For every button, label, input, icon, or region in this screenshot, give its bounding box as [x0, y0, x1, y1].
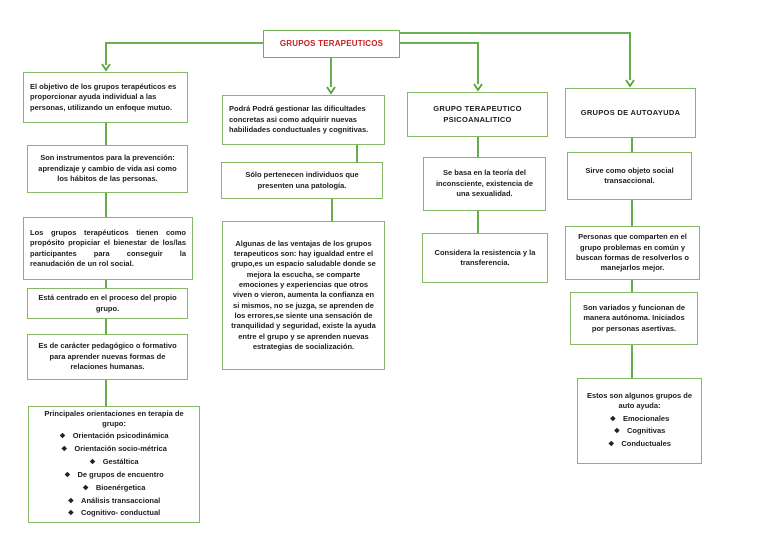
- node-psicoanalitico-titulo-text: GRUPO TERAPEUTICO PSICOANALITICO: [433, 104, 522, 124]
- node-objetivo: El objetivo de los grupos terapéuticos e…: [23, 72, 188, 123]
- node-ventajas-text: Algunas de las ventajas de los grupos te…: [231, 238, 376, 352]
- node-ventajas: Algunas de las ventajas de los grupos te…: [222, 221, 385, 370]
- node-variados-text: Son variados y funcionan de manera autón…: [582, 302, 686, 333]
- node-tipos-autoayuda: Estos son algunos grupos de auto ayuda: …: [577, 378, 702, 464]
- orientaciones-item: Orientación socio-métrica: [74, 444, 167, 454]
- node-variados: Son variados y funcionan de manera autón…: [570, 292, 698, 345]
- node-instrumentos: Son instrumentos para la prevención: apr…: [27, 145, 188, 193]
- orientaciones-item: Análisis transaccional: [81, 495, 161, 505]
- orientaciones-item: Orientación psicodinámica: [72, 431, 169, 441]
- node-teoria-inconsciente-text: Se basa en la teoría del inconsciente, e…: [435, 168, 534, 199]
- diamond-bullet-icon: ❖: [82, 484, 89, 492]
- node-psicoanalitico-titulo: GRUPO TERAPEUTICO PSICOANALITICO: [407, 92, 548, 137]
- list-item: ❖ Análisis transaccional: [35, 495, 193, 508]
- node-objeto-social-text: Sirve como objeto social transaccional.: [585, 165, 674, 185]
- node-teoria-inconsciente: Se basa en la teoría del inconsciente, e…: [423, 157, 546, 211]
- diamond-bullet-icon: ❖: [61, 446, 68, 454]
- list-item: ❖ Orientación psicodinámica: [35, 430, 193, 443]
- arrowhead-caracteristicas: [326, 86, 336, 95]
- orientaciones-item: De grupos de encuentro: [77, 469, 164, 479]
- list-item: ❖ Emocionales: [584, 413, 695, 426]
- diamond-bullet-icon: ❖: [64, 471, 71, 479]
- connector-root-to-psicoanalitico: [400, 42, 479, 84]
- tipos-heading: Estos son algunos grupos de auto ayuda:: [586, 390, 692, 411]
- node-instrumentos-text: Son instrumentos para la prevención: apr…: [38, 153, 177, 184]
- tipos-item: Conductuales: [621, 439, 671, 449]
- orientaciones-heading: Principales orientaciones en terapia de …: [44, 408, 184, 429]
- orientaciones-item: Cognitivo- conductual: [81, 508, 161, 518]
- node-objetivo-text: El objetivo de los grupos terapéuticos e…: [30, 81, 177, 112]
- connector-root-to-autoayuda: [400, 32, 631, 80]
- node-resistencia-text: Considera la resistencia y la transferen…: [434, 247, 536, 267]
- list-item: ❖ Conductuales: [584, 438, 695, 451]
- arrowhead-autoayuda: [625, 79, 635, 88]
- node-personas-comparten: Personas que comparten en el grupo probl…: [565, 226, 700, 280]
- node-personas-comparten-text: Personas que comparten en el grupo probl…: [576, 232, 689, 273]
- tipos-item: Emocionales: [623, 413, 670, 423]
- arrowhead-psicoanalitico: [473, 83, 483, 92]
- orientaciones-item: Gestáltica: [102, 457, 139, 467]
- node-autoayuda-titulo: GRUPOS DE AUTOAYUDA: [565, 88, 696, 138]
- diamond-bullet-icon: ❖: [67, 497, 75, 505]
- node-gestionar-text: Podrá Podrá gestionar las dificultades c…: [229, 104, 369, 135]
- node-pertenencia: Sólo pertenecen individuos que presenten…: [221, 162, 383, 199]
- node-pertenencia-text: Sólo pertenecen individuos que presenten…: [245, 170, 359, 190]
- node-autoayuda-titulo-text: GRUPOS DE AUTOAYUDA: [580, 107, 681, 117]
- node-resistencia: Considera la resistencia y la transferen…: [422, 233, 548, 283]
- node-root: GRUPOS TERAPEUTICOS: [263, 30, 400, 58]
- orientaciones-item: Bioenérgetica: [95, 482, 146, 492]
- list-item: ❖ De grupos de encuentro: [35, 469, 193, 482]
- root-title: GRUPOS TERAPEUTICOS: [279, 39, 384, 49]
- node-proposito: Los grupos terapéuticos tienen como prop…: [23, 217, 193, 280]
- tipos-item: Cognitivas: [626, 426, 666, 436]
- arrowhead-definicion: [101, 63, 111, 72]
- node-orientaciones: Principales orientaciones en terapia de …: [28, 406, 200, 523]
- node-centrado: Está centrado en el proceso del propio g…: [27, 288, 188, 319]
- node-centrado-text: Está centrado en el proceso del propio g…: [38, 293, 177, 313]
- node-pedagogico-text: Es de carácter pedagógico o formativo pa…: [38, 341, 177, 372]
- list-item: ❖ Bioenérgetica: [35, 482, 193, 495]
- connector-root-to-definicion: [105, 42, 263, 65]
- node-gestionar: Podrá Podrá gestionar las dificultades c…: [222, 95, 385, 145]
- list-item: ❖ Orientación socio-métrica: [35, 443, 193, 456]
- list-item: ❖ Cognitivas: [584, 425, 695, 438]
- diamond-bullet-icon: ❖: [89, 459, 96, 467]
- diamond-bullet-icon: ❖: [613, 428, 620, 436]
- node-objeto-social: Sirve como objeto social transaccional.: [567, 152, 692, 200]
- list-item: ❖ Gestáltica: [35, 456, 193, 469]
- diamond-bullet-icon: ❖: [609, 415, 616, 423]
- diamond-bullet-icon: ❖: [67, 510, 75, 518]
- node-pedagogico: Es de carácter pedagógico o formativo pa…: [27, 334, 188, 380]
- list-item: ❖ Cognitivo- conductual: [35, 507, 193, 520]
- diamond-bullet-icon: ❖: [59, 433, 66, 441]
- connector-col2: [331, 145, 358, 221]
- node-proposito-text: Los grupos terapéuticos tienen como prop…: [30, 227, 186, 268]
- diamond-bullet-icon: ❖: [608, 441, 615, 449]
